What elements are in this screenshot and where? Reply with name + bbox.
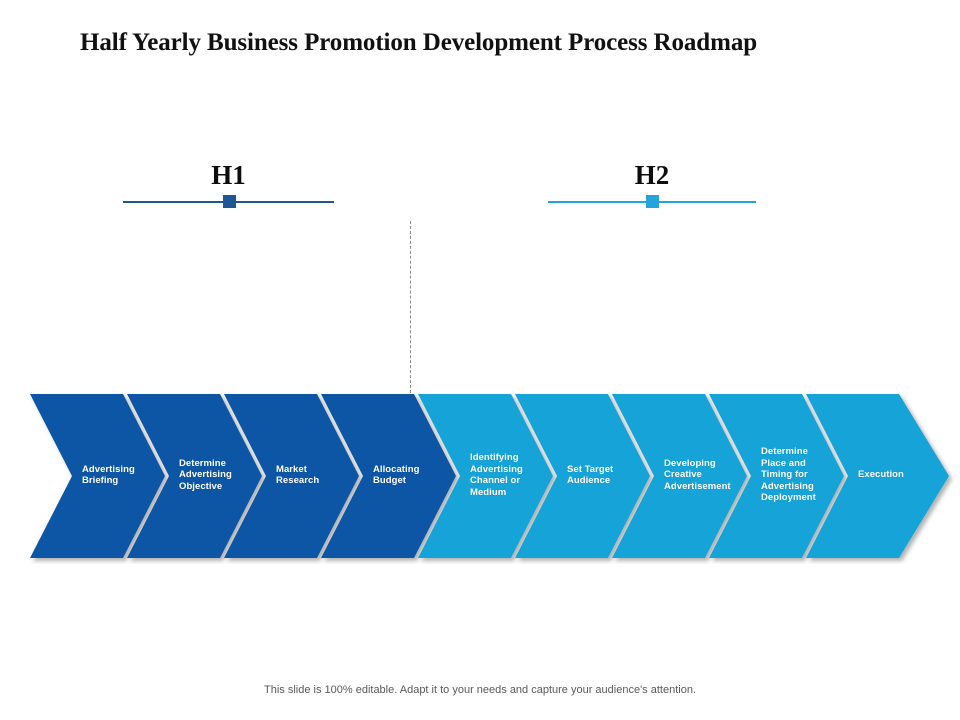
roadmap-step-label-4: Allocating Budget xyxy=(373,463,420,487)
roadmap-step-shape-3[interactable] xyxy=(224,394,359,558)
phase-rule-node-h2 xyxy=(646,195,659,208)
roadmap-step-label-6: Set Target Audience xyxy=(567,463,614,487)
roadmap-step-shape-6[interactable] xyxy=(515,394,650,558)
roadmap-step-label-1: Advertising Briefing xyxy=(82,463,135,487)
phase-label-h2: H2 xyxy=(634,160,670,190)
phase-rule-node-h1 xyxy=(222,195,236,208)
roadmap-step-label-8: Determine Place and Timing for Advertisi… xyxy=(761,446,816,504)
roadmap-step-label-5: Identifying Advertising Channel or Mediu… xyxy=(470,452,523,498)
roadmap-step-shape-1[interactable] xyxy=(30,394,165,558)
roadmap-step-label-9: Execution xyxy=(858,469,904,481)
roadmap-step-shape-9[interactable] xyxy=(806,394,949,558)
footer-note: This slide is 100% editable. Adapt it to… xyxy=(264,684,696,696)
roadmap-chevron-band: Advertising Briefing Determine Advertisin… xyxy=(0,392,960,564)
roadmap-step-label-2: Determine Advertising Objective xyxy=(179,457,232,492)
phase-label-h1: H1 xyxy=(211,160,246,190)
phase-rule-h2 xyxy=(548,195,756,208)
page-title: Half Yearly Business Promotion Developme… xyxy=(80,29,758,56)
roadmap-step-shape-4[interactable] xyxy=(321,394,456,558)
roadmap-step-shape-7[interactable] xyxy=(612,394,747,558)
roadmap-step-shape-8[interactable] xyxy=(709,394,844,558)
roadmap-step-shape-5[interactable] xyxy=(418,394,553,558)
roadmap-step-label-7: Developing Creative Advertisement xyxy=(664,457,731,492)
phase-divider-dashed-line xyxy=(410,221,411,393)
roadmap-step-label-3: Market Research xyxy=(276,463,320,487)
roadmap-step-shape-2[interactable] xyxy=(127,394,262,558)
phase-rule-h1 xyxy=(123,195,334,208)
